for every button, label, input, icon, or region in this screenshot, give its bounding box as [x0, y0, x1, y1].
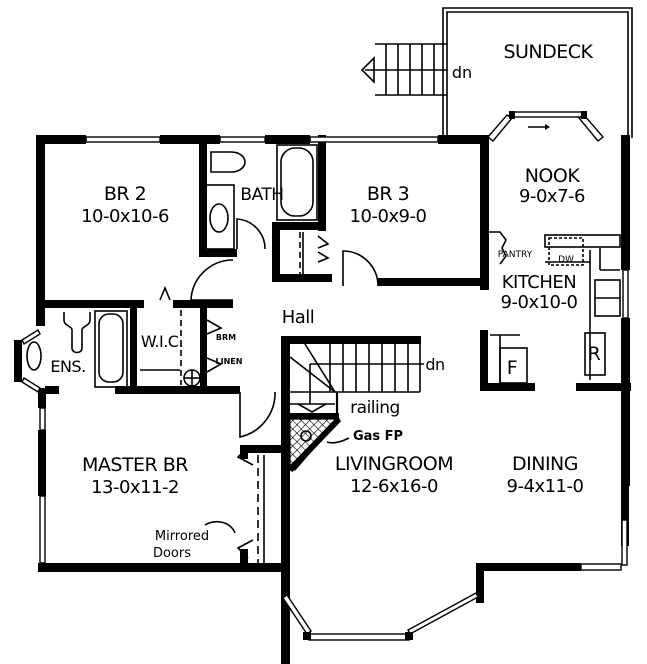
fireplace-label: Gas FP [353, 429, 403, 444]
hall-closet [299, 232, 330, 274]
pantry-label: PANTRY [498, 250, 533, 260]
room-dims-dining: 9-4x11-0 [507, 476, 584, 497]
windows [14, 111, 629, 641]
sundeck-outline [442, 7, 633, 138]
room-label-br2: BR 2 [104, 183, 146, 205]
room-label-ensuite: ENS. [50, 357, 85, 376]
bath-fixtures [205, 144, 318, 250]
room-labels: SUNDECK dn BR 2 10-0x10-6 BATH BR 3 10-0… [50, 41, 601, 561]
linen-closet-label: LINEN [216, 357, 243, 366]
mirrored-label-1: Mirrored [155, 529, 209, 544]
main-stairs-label: dn [425, 355, 444, 374]
deck-stairs-label: dn [452, 63, 472, 82]
kitchen-fixtures [488, 231, 621, 384]
room-label-living: LIVINGROOM [335, 453, 453, 475]
railing-label: railing [350, 398, 400, 418]
room-dims-br2: 10-0x10-6 [81, 206, 169, 227]
room-label-nook: NOOK [525, 165, 581, 187]
room-dims-nook: 9-0x7-6 [519, 186, 585, 207]
room-label-master: MASTER BR [82, 454, 188, 476]
room-dims-living: 12-6x16-0 [350, 476, 438, 497]
broom-closet-label: BRM [216, 333, 236, 342]
doors [159, 218, 379, 563]
dishwasher-label: DW [558, 255, 574, 265]
ens-fixtures [26, 310, 128, 388]
room-label-kitchen: KITCHEN [502, 272, 577, 293]
room-label-wic: W.I.C. [141, 332, 183, 351]
room-dims-kitchen: 9-0x10-0 [501, 292, 578, 313]
main-stairs [289, 343, 424, 420]
room-dims-br3: 10-0x9-0 [350, 206, 427, 227]
range-label: R [588, 343, 601, 365]
room-label-dining: DINING [512, 453, 578, 475]
mirrored-label-2: Doors [153, 546, 191, 561]
room-dims-master: 13-0x11-2 [91, 477, 179, 498]
room-label-bath: BATH [240, 185, 283, 205]
room-label-sundeck: SUNDECK [503, 41, 593, 63]
deck-stairs [360, 43, 447, 96]
gas-fireplace [287, 416, 350, 473]
room-label-hall: Hall [282, 307, 315, 328]
fridge-label: F [507, 357, 517, 379]
arrow-icon [528, 124, 550, 130]
room-label-br3: BR 3 [367, 183, 409, 205]
wic-details [140, 310, 201, 387]
walls [36, 135, 631, 664]
